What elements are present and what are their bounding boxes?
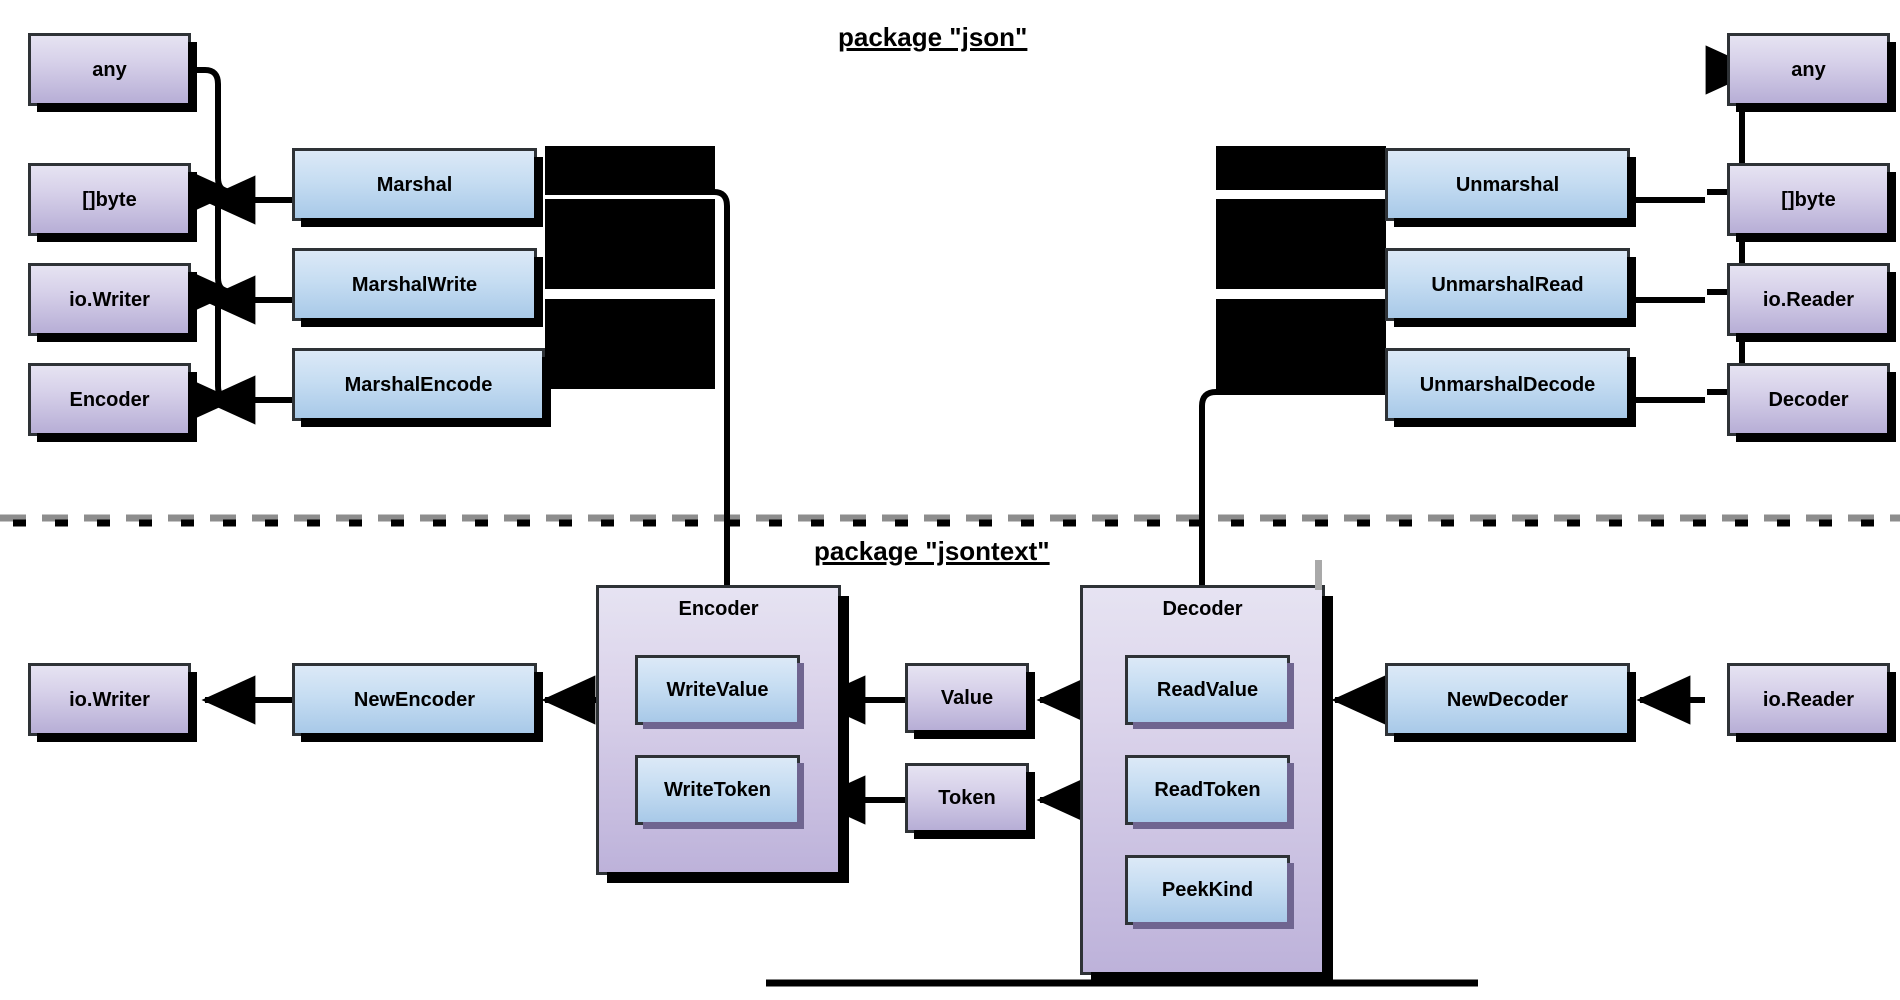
- node-label: Token: [938, 787, 996, 809]
- type-box-ioreader-bottom[interactable]: io.Reader: [1727, 663, 1896, 742]
- type-box-token[interactable]: Token: [905, 763, 1035, 839]
- node-label: []byte: [82, 188, 137, 211]
- type-box-ioreader-right[interactable]: io.Reader: [1727, 263, 1896, 342]
- node-label: Encoder: [69, 388, 150, 411]
- func-box-marshal[interactable]: Marshal: [292, 148, 543, 227]
- type-box-any-right[interactable]: any: [1727, 33, 1896, 112]
- node-label: io.Writer: [69, 688, 150, 711]
- func-box-unmarshalread[interactable]: UnmarshalRead: [1385, 248, 1636, 327]
- func-box-unmarshaldecode[interactable]: UnmarshalDecode: [1385, 348, 1636, 427]
- node-label: NewDecoder: [1446, 688, 1569, 711]
- node-label: Value: [940, 687, 994, 709]
- type-box-value[interactable]: Value: [905, 663, 1035, 739]
- type-box-any-left[interactable]: any: [28, 33, 197, 112]
- package-title-json: package "json": [838, 22, 1028, 52]
- type-box-iowriter-left[interactable]: io.Writer: [28, 263, 197, 342]
- package-title-jsontext: package "jsontext": [814, 536, 1050, 566]
- node-label: any: [92, 58, 127, 81]
- node-label: UnmarshalRead: [1431, 273, 1584, 296]
- struct-container-encoder[interactable]: Encoder WriteValue WriteToken: [596, 585, 849, 883]
- node-label: Unmarshal: [1455, 173, 1560, 196]
- type-box-decoder-right[interactable]: Decoder: [1727, 363, 1896, 442]
- node-label: io.Reader: [1762, 688, 1855, 711]
- node-label: UnmarshalDecode: [1419, 373, 1596, 396]
- node-label: MarshalWrite: [351, 273, 478, 296]
- type-box-encoder-left[interactable]: Encoder: [28, 363, 197, 442]
- node-label: []byte: [1781, 188, 1836, 211]
- type-box-bytes-right[interactable]: []byte: [1727, 163, 1896, 242]
- func-box-unmarshal[interactable]: Unmarshal: [1385, 148, 1636, 227]
- node-label: io.Reader: [1762, 288, 1855, 311]
- container-title: Decoder: [1162, 598, 1243, 620]
- func-box-marshalwrite[interactable]: MarshalWrite: [292, 248, 543, 327]
- container-title: Encoder: [678, 598, 759, 620]
- node-label: Marshal: [376, 173, 453, 196]
- type-box-iowriter-bottom[interactable]: io.Writer: [28, 663, 197, 742]
- func-box-newdecoder[interactable]: NewDecoder: [1385, 663, 1636, 742]
- node-label: any: [1791, 58, 1826, 81]
- node-label: MarshalEncode: [344, 373, 493, 396]
- node-label: Decoder: [1768, 388, 1849, 411]
- node-label: io.Writer: [69, 288, 150, 311]
- func-box-marshalencode[interactable]: MarshalEncode: [292, 348, 551, 427]
- decoder-top-tick: [1315, 560, 1322, 590]
- func-box-newencoder[interactable]: NewEncoder: [292, 663, 543, 742]
- node-label: NewEncoder: [353, 688, 476, 711]
- type-box-bytes-left[interactable]: []byte: [28, 163, 197, 242]
